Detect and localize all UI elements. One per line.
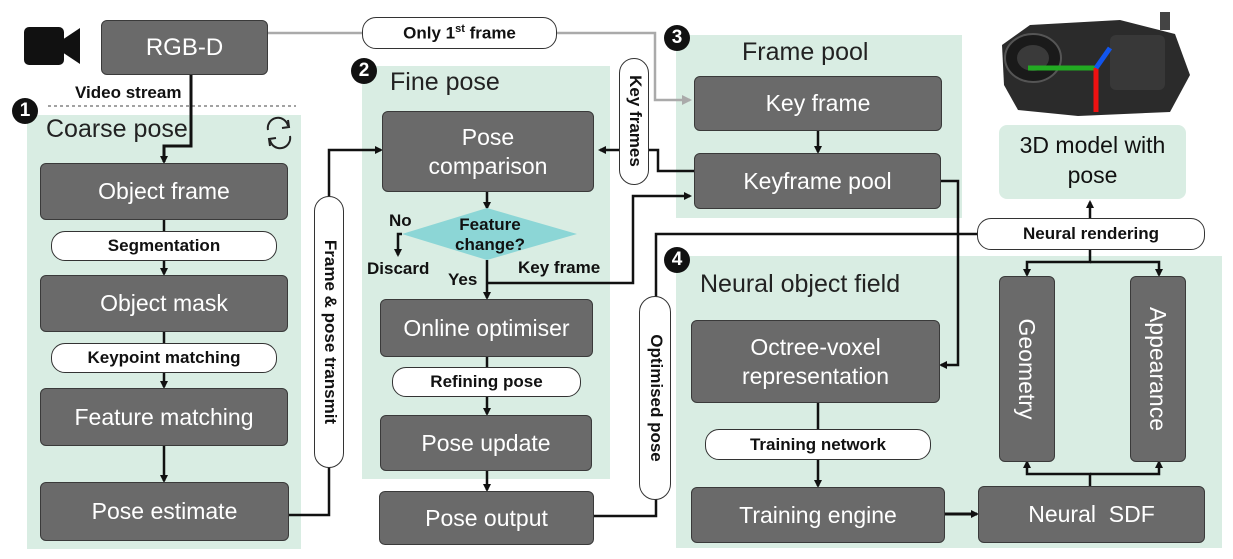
training-network-pill: Training network (705, 429, 931, 460)
frame-pose-transmit-pill (314, 196, 344, 468)
optimised-pose-pill (639, 296, 671, 500)
pose-comparison-box: Pose comparison (382, 111, 594, 192)
optimised-pose-label: Optimised pose (647, 334, 666, 462)
octree-voxel-box: Octree-voxel representation (691, 320, 940, 403)
yes-label: Yes (448, 270, 478, 289)
video-camera-icon (24, 27, 80, 65)
frame-pose-transmit-label: Frame & pose transmit (321, 239, 340, 425)
online-optimiser-box: Online optimiser (380, 299, 593, 357)
object-frame-box: Object frame (40, 163, 288, 220)
key-frame-decision-label: Key frame (518, 258, 601, 277)
refining-pose-pill: Refining pose (392, 367, 581, 397)
object-mask-box: Object mask (40, 275, 288, 332)
geometry-label: Geometry (1014, 318, 1040, 420)
appearance-label: Appearance (1145, 306, 1171, 432)
fine-pose-title: Fine pose (390, 68, 500, 96)
neural-rendering-pill: Neural rendering (977, 218, 1205, 250)
pose-comparison-label: Pose comparison (428, 123, 548, 179)
feature-change-diamond (402, 208, 577, 260)
pose-estimate-box: Pose estimate (40, 482, 289, 541)
keyframe-pool-box: Keyframe pool (694, 153, 941, 209)
result-panel (999, 125, 1186, 199)
keypoint-matching-pill: Keypoint matching (51, 343, 277, 373)
training-engine-box: Training engine (691, 487, 945, 543)
only-first-frame-text: Only 1st frame (403, 22, 516, 43)
geometry-box (999, 276, 1055, 462)
only-first-frame-pill: Only 1st frame (362, 17, 557, 49)
3d-model-with-pose-label: 3D model with pose (1000, 128, 1185, 194)
key-frames-label: Key frames (626, 75, 645, 167)
section-number-1: 1 (12, 98, 38, 124)
section-number-4: 4 (664, 247, 690, 273)
feature-change-label: Feature change? (455, 215, 525, 254)
octree-voxel-label: Octree-voxel representation (741, 333, 890, 389)
frame-pool-title: Frame pool (742, 38, 869, 66)
refresh-icon (266, 116, 292, 150)
no-label: No (389, 211, 412, 230)
discard-label: Discard (367, 259, 430, 278)
coarse-pose-title: Coarse pose (46, 115, 188, 143)
section-number-2: 2 (351, 58, 377, 84)
segmentation-pill: Segmentation (51, 231, 277, 261)
rgbd-source-box: RGB-D (101, 20, 268, 75)
section-number-3: 3 (664, 25, 690, 51)
pose-update-box: Pose update (380, 415, 592, 471)
appearance-box (1130, 276, 1186, 462)
3d-model-image (1002, 12, 1190, 116)
neural-sdf-box: Neural SDF (978, 486, 1205, 543)
pose-output-box: Pose output (379, 491, 594, 545)
key-frames-pill (619, 58, 649, 185)
feature-matching-box: Feature matching (40, 388, 288, 446)
key-frame-box: Key frame (694, 76, 942, 131)
3d-model-with-pose-text: 3D model with pose (1019, 132, 1166, 188)
neural-object-field-title: Neural object field (700, 270, 901, 298)
video-stream-label: Video stream (75, 83, 182, 102)
